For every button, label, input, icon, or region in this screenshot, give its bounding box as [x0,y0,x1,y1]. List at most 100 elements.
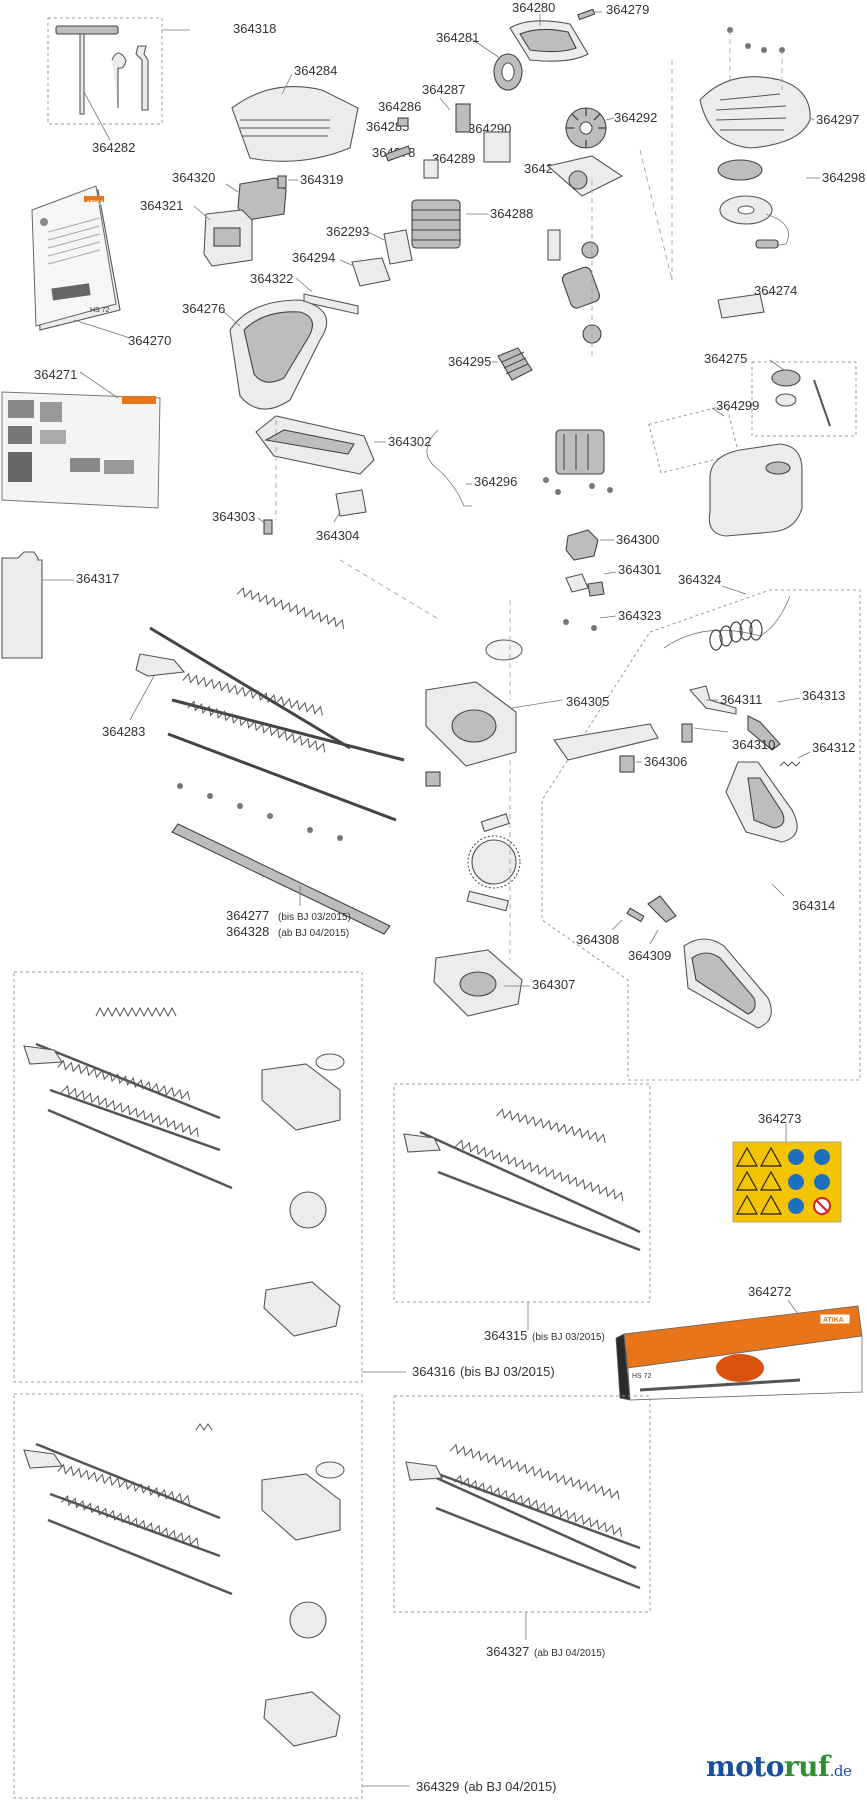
gasket-362293 [367,229,413,265]
note-364327: (ab BJ 04/2015) [534,1648,605,1659]
label-364296: 364296 [474,474,517,489]
manual-brand: ATIKA [86,201,105,207]
brand-part-1: moto [706,1750,784,1783]
spiral-cable-364313 [663,595,801,751]
label-364307: 364307 [532,977,575,992]
label-364286: 364286 [378,99,421,114]
decal-364274 [717,291,777,319]
blade-guard-364283 [129,653,186,721]
label-364288: 364288 [490,206,533,221]
brand-part-2: ruf [783,1750,830,1783]
fuel-cap-364275 [751,359,857,437]
starter-pulley-364298 [717,159,820,249]
label-364327: 364327 [486,1644,529,1659]
box-brand: ATIKA [823,1317,844,1324]
label-364270: 364270 [128,333,171,348]
warning-triangles [735,1146,783,1215]
starter-housing-364297 [699,76,815,149]
tools-group [47,17,190,141]
brand-suffix: .de [829,1762,852,1780]
label-364303: 364303 [212,509,255,524]
kit-box-364315 [393,1083,651,1330]
rear-handle-364276 [223,299,328,410]
label-364271: 364271 [34,367,77,382]
carburetor-group [384,103,511,179]
part-364311 [688,685,737,715]
cylinder-364288 [411,199,488,249]
box-model: HS 72 [632,1373,652,1380]
part-364308 [611,907,645,931]
part-364322 [295,277,359,315]
front-grip-364314 [725,761,798,897]
label-364309: 364309 [628,948,671,963]
label-364289: 364289 [432,151,475,166]
label-364313: 364313 [802,688,845,703]
label-364328: 364328 [226,924,269,939]
label-362293: 362293 [326,224,369,239]
manual-364271 [1,371,161,509]
prohibit-circle [813,1197,831,1215]
label-364310: 364310 [732,737,775,752]
label-364279: 364279 [606,2,649,17]
label-364273: 364273 [758,1111,801,1126]
crankshaft-group [547,60,673,360]
label-364283: 364283 [102,724,145,739]
label-364323: 364323 [618,608,661,623]
air-filter-box-364321 [193,205,253,267]
screws-top-right [727,27,785,90]
label-364277: 364277 [226,908,269,923]
label-364306: 364306 [644,754,687,769]
label-364299: 364299 [716,398,759,413]
label-364317: 364317 [76,571,119,586]
note-364315: (bis BJ 03/2015) [532,1332,605,1343]
motoruf-logo: motoruf.de [706,1750,852,1783]
label-364329: 364329 [416,1779,459,1794]
label-364280: 364280 [512,0,555,15]
oil-bottle-364317 [1,551,74,659]
open-wrench [135,45,149,111]
label-364272: 364272 [748,1284,791,1299]
manual-model: HS 72 [90,307,110,314]
air-filter-cover-364280 [509,14,589,62]
hook-tool [111,52,127,108]
flywheel-364292 [565,107,615,149]
label-364298: 364298 [822,170,865,185]
leader-364282 [83,91,111,141]
note-364328: (ab BJ 04/2015) [278,928,349,939]
part-364300 [565,529,614,561]
label-364305: 364305 [566,694,609,709]
label-364312: 364312 [812,740,855,755]
label-364316: 364316 [412,1364,455,1379]
label-364304: 364304 [316,528,359,543]
label-364322: 364322 [250,271,293,286]
kit-box-364327 [393,1395,651,1640]
kit-box-364329 [13,1393,410,1799]
fuel-tank-cover-364320 [225,177,287,221]
label-364320: 364320 [172,170,215,185]
air-filter-364281 [469,37,523,91]
spring-364310 [681,723,729,743]
clutch-housing-group [543,429,613,495]
kit-box-364316 [13,971,406,1383]
front-handle-364302 [255,415,386,475]
label-364308: 364308 [576,932,619,947]
manual-364270: ATIKA HS 72 [31,185,131,339]
label-364314: 364314 [792,898,835,913]
label-364275: 364275 [704,351,747,366]
label-364300: 364300 [616,532,659,547]
handle-group-box [541,589,861,1081]
label-364282: 364282 [92,140,135,155]
gear-group [425,771,521,912]
note-364329: (ab BJ 04/2015) [464,1779,557,1794]
part-364303 [257,517,273,535]
bracket-364304 [333,489,367,523]
label-364292: 364292 [614,110,657,125]
label-364324: 364324 [678,572,721,587]
label-364274: 364274 [754,283,797,298]
label-364284: 364284 [294,63,337,78]
label-364294: 364294 [292,250,335,265]
spark-plug-wrench [55,25,119,35]
note-364316: (bis BJ 03/2015) [460,1364,555,1379]
blade-box-364305 [425,639,563,767]
